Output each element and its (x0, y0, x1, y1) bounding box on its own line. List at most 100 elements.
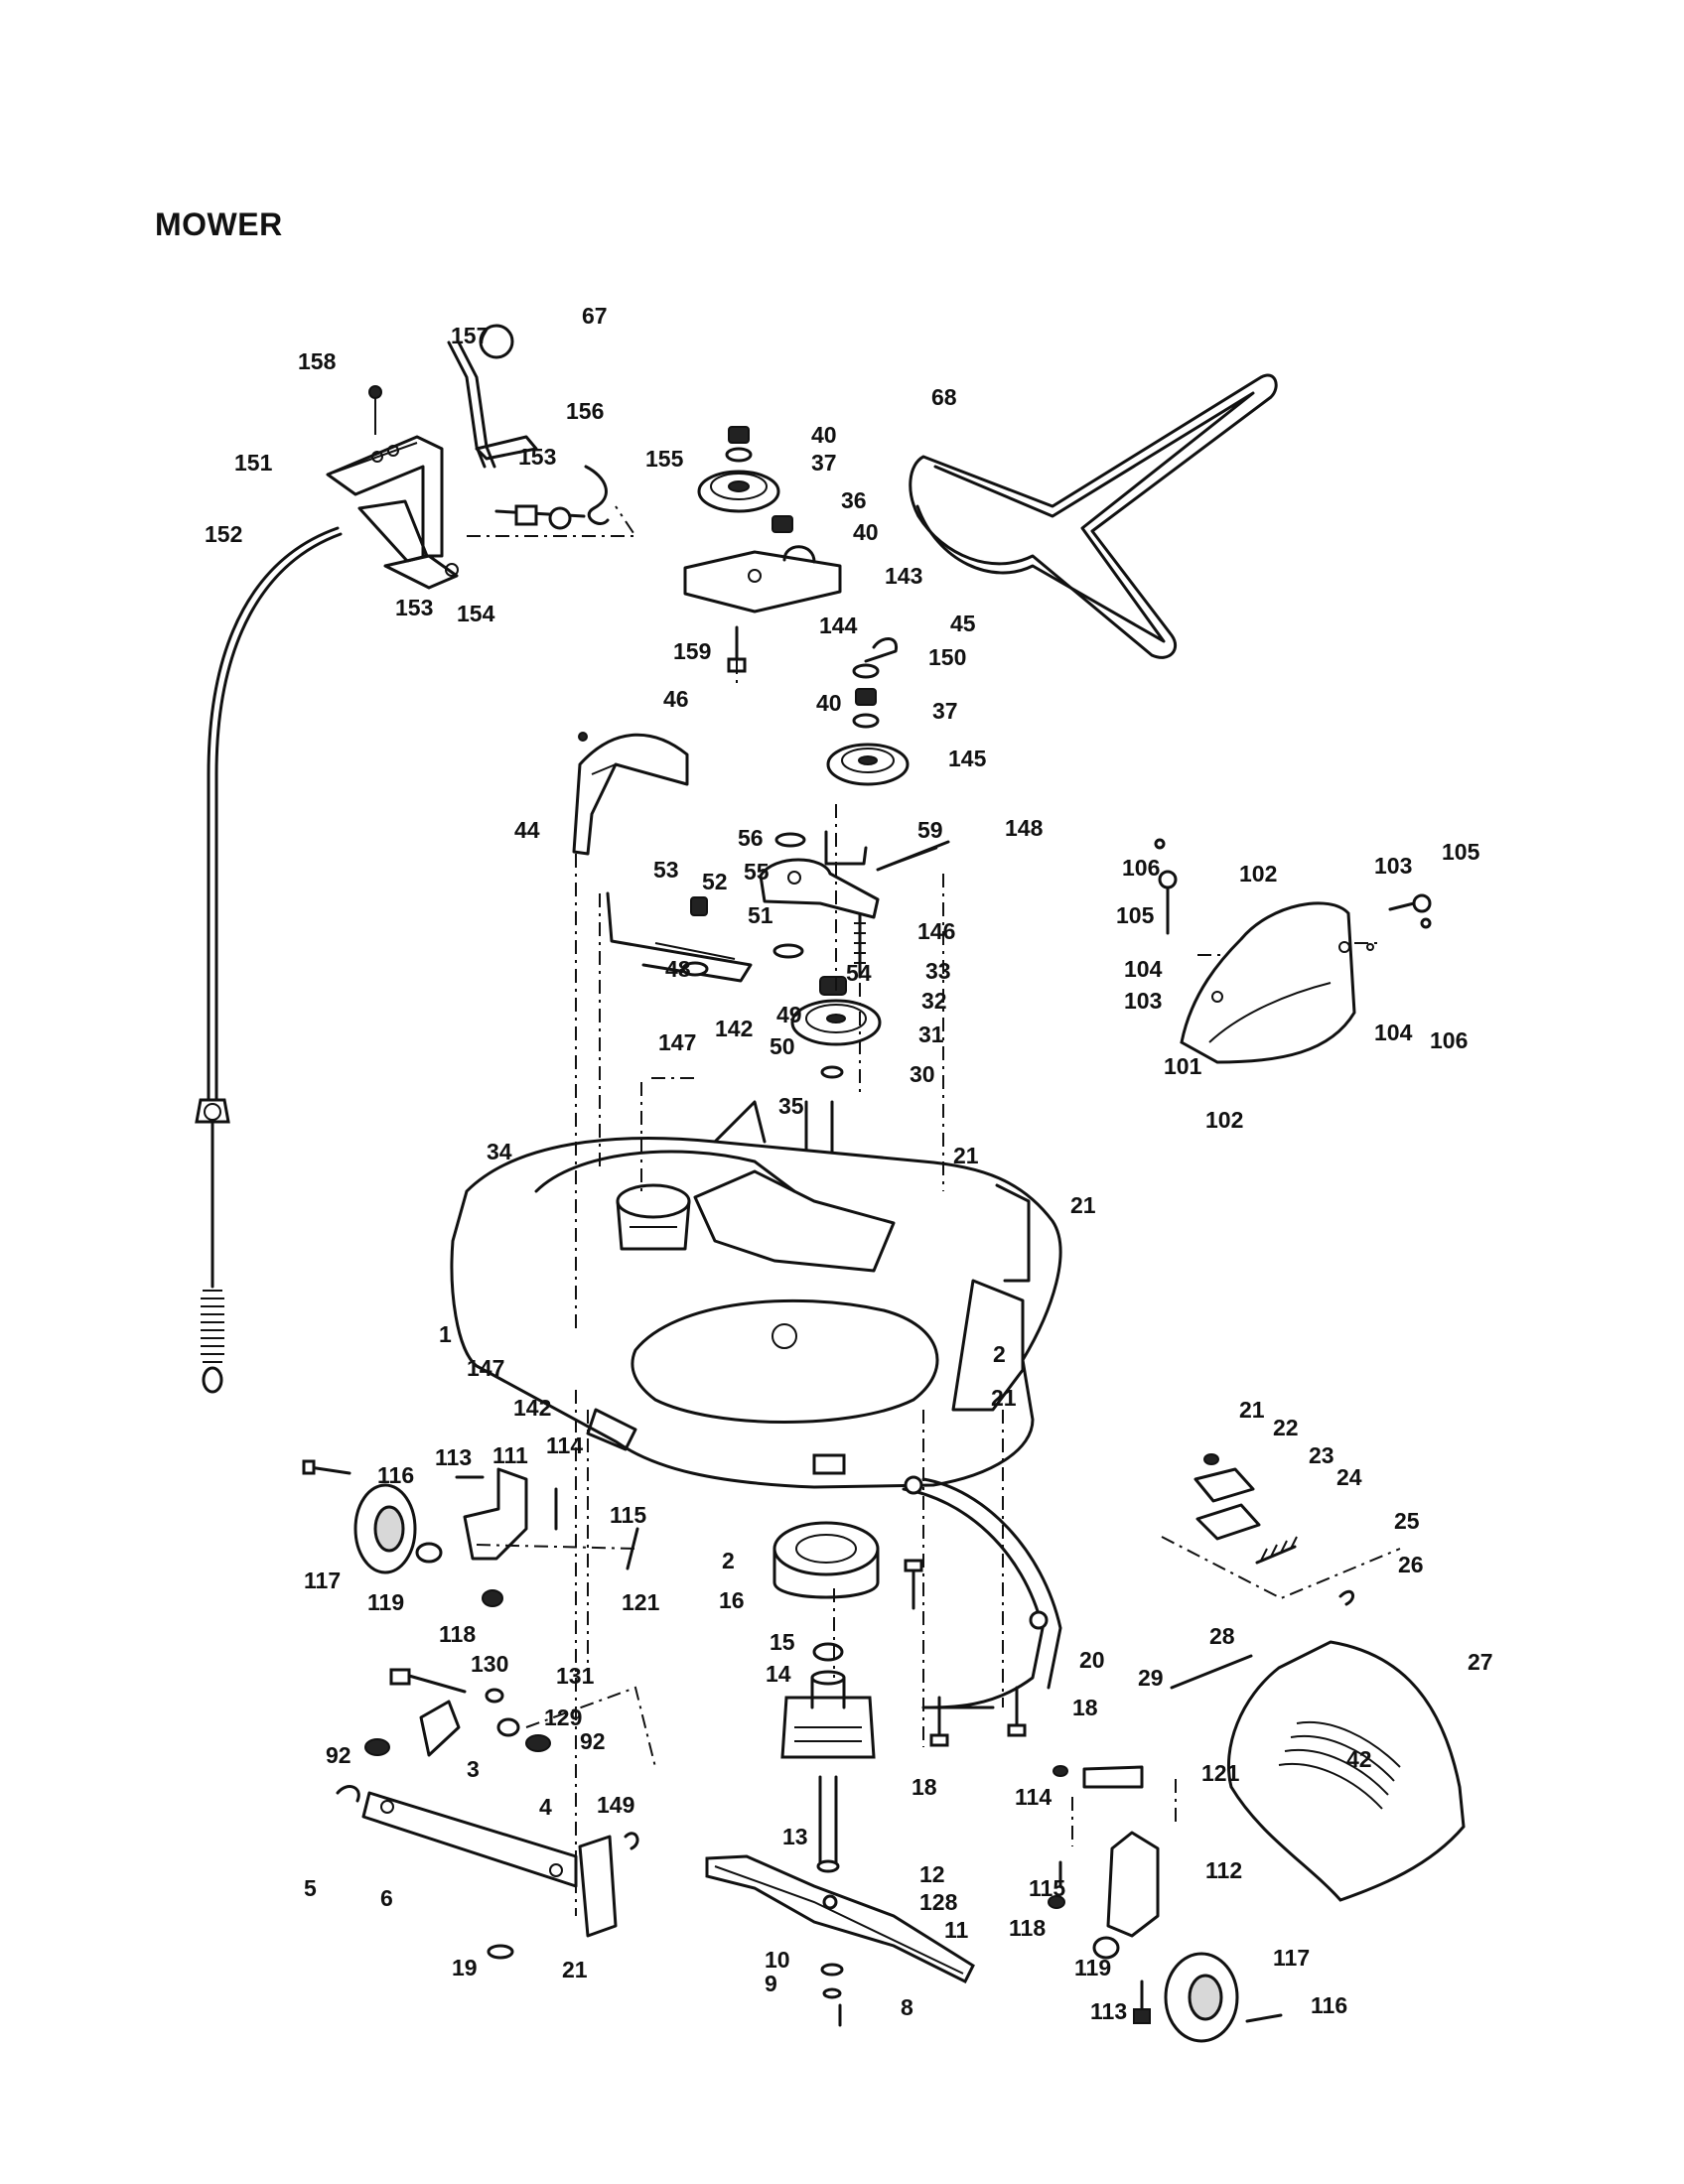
callout-119: 119 (367, 1589, 404, 1615)
callout-14: 14 (766, 1661, 791, 1687)
callout-24: 24 (1336, 1464, 1362, 1490)
callout-22: 22 (1273, 1415, 1299, 1440)
callout-119: 119 (1074, 1955, 1111, 1980)
gauge-wheel-left (302, 1459, 639, 1607)
callout-121: 121 (1201, 1760, 1240, 1786)
callout-52: 52 (702, 869, 728, 894)
callout-53: 53 (653, 857, 679, 883)
callout-156: 156 (566, 398, 604, 424)
callout-121: 121 (622, 1589, 660, 1615)
callout-5: 5 (304, 1875, 317, 1901)
callout-155: 155 (645, 446, 684, 472)
callout-114: 114 (1015, 1784, 1052, 1810)
callout-3: 3 (467, 1756, 480, 1782)
callout-148: 148 (1005, 815, 1044, 841)
callout-111: 111 (492, 1442, 528, 1468)
callout-118: 118 (1009, 1915, 1046, 1941)
callout-29: 29 (1138, 1665, 1164, 1691)
callout-32: 32 (921, 988, 947, 1014)
callout-37: 37 (932, 698, 958, 724)
discharge-deflector (1154, 838, 1432, 1064)
callout-149: 149 (597, 1792, 634, 1818)
callout-102: 102 (1205, 1107, 1243, 1133)
callout-49: 49 (776, 1002, 802, 1027)
callout-153: 153 (395, 595, 433, 620)
callout-10: 10 (765, 1947, 790, 1973)
callout-117: 117 (304, 1568, 341, 1593)
control-cable (195, 526, 343, 1394)
callout-51: 51 (748, 902, 773, 928)
callout-118: 118 (439, 1621, 476, 1647)
callout-101: 101 (1164, 1053, 1202, 1079)
callout-25: 25 (1394, 1508, 1420, 1534)
callout-116: 116 (377, 1462, 414, 1488)
belt-cover (572, 732, 689, 856)
mower-deck (450, 1100, 1062, 1489)
callout-147: 147 (658, 1029, 696, 1055)
callout-48: 48 (665, 956, 691, 982)
callout-145: 145 (948, 746, 987, 771)
callout-150: 150 (928, 644, 966, 670)
deflector-shield: 42 (1170, 1640, 1466, 1902)
callout-153: 153 (518, 444, 556, 470)
callout-28: 28 (1209, 1623, 1235, 1649)
callout-102: 102 (1239, 861, 1277, 887)
callout-142: 142 (715, 1016, 753, 1041)
callout-16: 16 (719, 1587, 745, 1613)
callout-112: 112 (1205, 1857, 1242, 1883)
callout-4: 4 (539, 1794, 552, 1820)
callout-19: 19 (452, 1955, 478, 1980)
callout-34: 34 (487, 1139, 512, 1164)
callout-147: 147 (467, 1355, 504, 1381)
callout-131: 131 (556, 1663, 595, 1689)
spindle-assembly (772, 1521, 880, 1873)
callout-21: 21 (953, 1143, 979, 1168)
gauge-wheel-right (1048, 1765, 1283, 2043)
callout-33: 33 (925, 958, 951, 984)
callout-40: 40 (811, 422, 837, 448)
drive-belt (909, 373, 1278, 659)
callout-103: 103 (1374, 853, 1412, 879)
callout-114: 114 (546, 1433, 583, 1458)
callout-105: 105 (1442, 839, 1480, 865)
callout-21: 21 (1239, 1397, 1265, 1423)
callout-104: 104 (1374, 1020, 1413, 1045)
front-mount (1161, 1453, 1401, 1606)
callout-23: 23 (1309, 1442, 1334, 1468)
callout-143: 143 (885, 563, 922, 589)
callout-13: 13 (782, 1824, 808, 1849)
callout-59: 59 (917, 817, 943, 843)
callout-44: 44 (514, 817, 540, 843)
callout-12: 12 (919, 1861, 945, 1887)
callout-20: 20 (1079, 1647, 1105, 1673)
callout-105: 105 (1116, 902, 1155, 928)
callout-8: 8 (901, 1994, 913, 2020)
explode-lines (476, 631, 1378, 1916)
deck-pulley-stack (790, 976, 882, 1158)
callout-130: 130 (471, 1651, 508, 1677)
idler-pulley-upper (683, 426, 842, 673)
callout-46: 46 (663, 686, 689, 712)
callout-1: 1 (439, 1321, 452, 1347)
callout-21: 21 (991, 1385, 1017, 1411)
callout-11: 11 (944, 1917, 969, 1943)
callout-152: 152 (205, 521, 242, 547)
callout-9: 9 (765, 1971, 777, 1996)
callout-54: 54 (846, 960, 872, 986)
callout-15: 15 (770, 1629, 795, 1655)
idler-arm-cluster (606, 830, 950, 983)
callout-104: 104 (1124, 956, 1163, 982)
callout-68: 68 (931, 384, 957, 410)
callout-21: 21 (1070, 1192, 1096, 1218)
callout-30: 30 (910, 1061, 935, 1087)
callout-18: 18 (1072, 1695, 1098, 1720)
callout-154: 154 (457, 601, 495, 626)
callout-56: 56 (738, 825, 764, 851)
callout-35: 35 (778, 1093, 804, 1119)
callout-151: 151 (234, 450, 273, 476)
callout-26: 26 (1398, 1552, 1424, 1577)
callout-27: 27 (1468, 1649, 1493, 1675)
callout-106: 106 (1122, 855, 1160, 881)
